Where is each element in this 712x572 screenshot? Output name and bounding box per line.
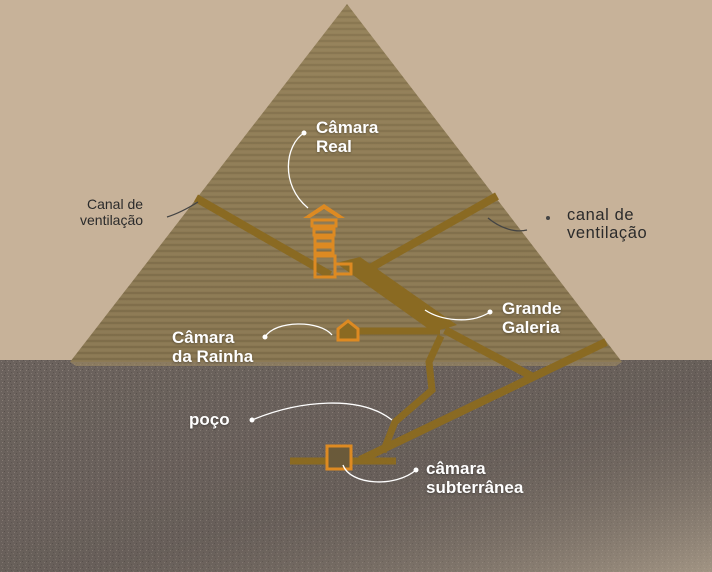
- label-camara-rainha-line2: da Rainha: [172, 347, 254, 367]
- subterranean-chamber-icon: [325, 444, 353, 471]
- ground-shading: [0, 360, 712, 572]
- label-poco: poço: [189, 410, 230, 429]
- label-canal-right-line1: canal de: [567, 206, 635, 224]
- label-grande-galeria-line1: Grande: [502, 299, 562, 318]
- label-camara-real-line1: Câmara: [316, 118, 379, 137]
- queen-chamber-icon: [336, 319, 360, 342]
- label-canal-left-line1: Canal de: [87, 196, 144, 212]
- label-grande-galeria-line2: Galeria: [502, 318, 560, 338]
- pyramid-edge-light: [70, 362, 622, 366]
- ventilation-shaft-right: [356, 192, 499, 279]
- label-camara-real: Câmara Real: [316, 118, 378, 156]
- ventilation-shaft-left: [194, 194, 332, 279]
- grand-gallery: [336, 257, 457, 332]
- label-camara-real-line2: Real: [316, 137, 352, 157]
- leader-grande-galeria: [424, 309, 491, 321]
- leader-lines: [166, 130, 550, 483]
- leader-poco: [251, 402, 393, 421]
- descending-passage: [358, 338, 608, 464]
- king-chamber-icon: [303, 204, 353, 279]
- leader-canal-left: [166, 201, 199, 218]
- ascending-corridor: [443, 326, 535, 381]
- label-camara-subterranea: câmara subterrânea: [426, 459, 523, 497]
- label-camara-rainha: Câmara da Rainha: [172, 328, 253, 366]
- pyramid-shading: [70, 4, 622, 362]
- leader-camara-real: [287, 132, 309, 209]
- label-camara-rainha-line1: Câmara: [172, 328, 235, 347]
- well-shaft: [379, 334, 445, 454]
- leader-camara-subterranea: [342, 464, 417, 483]
- label-poco-text: poço: [189, 410, 230, 429]
- label-canal-right: canal de ventilação: [567, 206, 647, 243]
- label-canal-left-line2: ventilação: [80, 211, 144, 228]
- label-canal-left: Canal de ventilação: [80, 196, 144, 228]
- leader-canal-right: [487, 217, 528, 232]
- label-camara-subterranea-line1: câmara: [426, 459, 486, 478]
- label-grande-galeria: Grande Galeria: [502, 299, 562, 337]
- leader-camara-rainha: [264, 323, 333, 338]
- label-camara-subterranea-line2: subterrânea: [426, 478, 524, 498]
- label-canal-right-line2: ventilação: [567, 224, 648, 243]
